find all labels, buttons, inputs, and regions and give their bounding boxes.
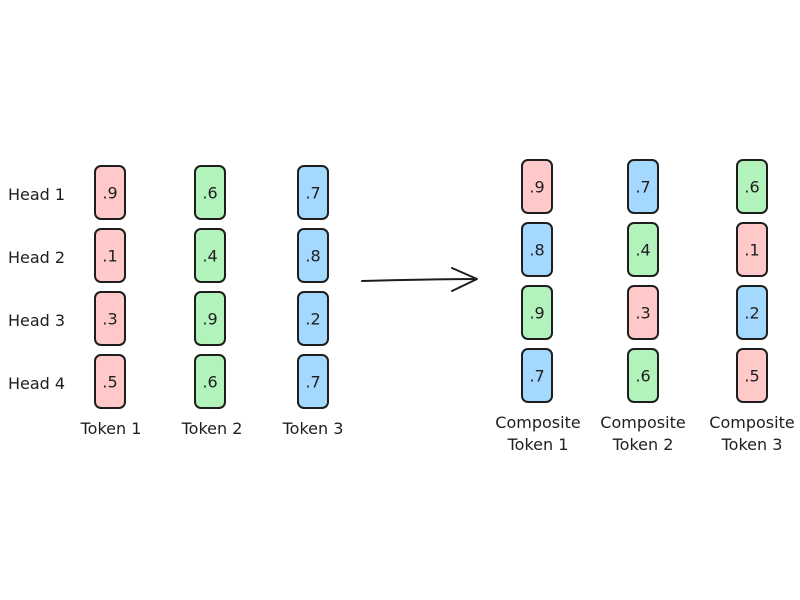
cell-value: .5: [744, 367, 759, 386]
cell-value: .9: [529, 304, 544, 323]
cell-value: .5: [102, 373, 117, 392]
token-cell: .6: [194, 354, 226, 409]
cell-value: .7: [305, 184, 320, 203]
cell-value: .6: [202, 373, 217, 392]
cell-value: .6: [744, 178, 759, 197]
composite-label-line1: Composite: [600, 413, 685, 432]
token-label: Token 3: [282, 419, 344, 438]
token-cell: .2: [297, 291, 329, 346]
composite-label-line2: Token 2: [612, 435, 674, 454]
token-label: Token 2: [181, 419, 243, 438]
token-cell: .6: [194, 165, 226, 220]
cell-value: .3: [635, 304, 650, 323]
cell-value: .4: [635, 241, 650, 260]
cell-value: .4: [202, 247, 217, 266]
cell-value: .9: [529, 178, 544, 197]
cell-value: .8: [529, 241, 544, 260]
token-cell: .8: [297, 228, 329, 283]
cell-value: .1: [744, 241, 759, 260]
cell-value: .6: [635, 367, 650, 386]
composite-cell: .3: [627, 285, 659, 340]
composite-cell: .5: [736, 348, 768, 403]
composite-label-line1: Composite: [495, 413, 580, 432]
cell-value: .3: [102, 310, 117, 329]
token-cell: .4: [194, 228, 226, 283]
token-cell: .7: [297, 165, 329, 220]
cell-value: .2: [744, 304, 759, 323]
composite-cell: .2: [736, 285, 768, 340]
token-cell: .3: [94, 291, 126, 346]
composite-cell: .8: [521, 222, 553, 277]
cell-value: .7: [305, 373, 320, 392]
composite-label-line2: Token 1: [507, 435, 569, 454]
token-cell: .9: [194, 291, 226, 346]
cell-value: .7: [635, 178, 650, 197]
token-label: Token 1: [80, 419, 142, 438]
cell-value: .9: [202, 310, 217, 329]
head-label-4: Head 4: [8, 374, 65, 393]
token-cell: .7: [297, 354, 329, 409]
head-label-2: Head 2: [8, 248, 65, 267]
cell-value: .1: [102, 247, 117, 266]
cell-value: .8: [305, 247, 320, 266]
composite-cell: .1: [736, 222, 768, 277]
composite-cell: .9: [521, 285, 553, 340]
composite-label-line2: Token 3: [721, 435, 783, 454]
cell-value: .2: [305, 310, 320, 329]
token-cell: .5: [94, 354, 126, 409]
head-label-3: Head 3: [8, 311, 65, 330]
token-cell: .1: [94, 228, 126, 283]
composite-cell: .9: [521, 159, 553, 214]
composite-label-line1: Composite: [709, 413, 794, 432]
head-label-1: Head 1: [8, 185, 65, 204]
composite-cell: .7: [521, 348, 553, 403]
composite-cell: .4: [627, 222, 659, 277]
token-cell: .9: [94, 165, 126, 220]
cell-value: .9: [102, 184, 117, 203]
cell-value: .7: [529, 367, 544, 386]
composite-cell: .6: [627, 348, 659, 403]
head-labels: Head 1 Head 2 Head 3 Head 4: [8, 185, 65, 393]
arrow-icon: [361, 267, 478, 292]
composite-cell: .6: [736, 159, 768, 214]
composite-cell: .7: [627, 159, 659, 214]
cell-value: .6: [202, 184, 217, 203]
